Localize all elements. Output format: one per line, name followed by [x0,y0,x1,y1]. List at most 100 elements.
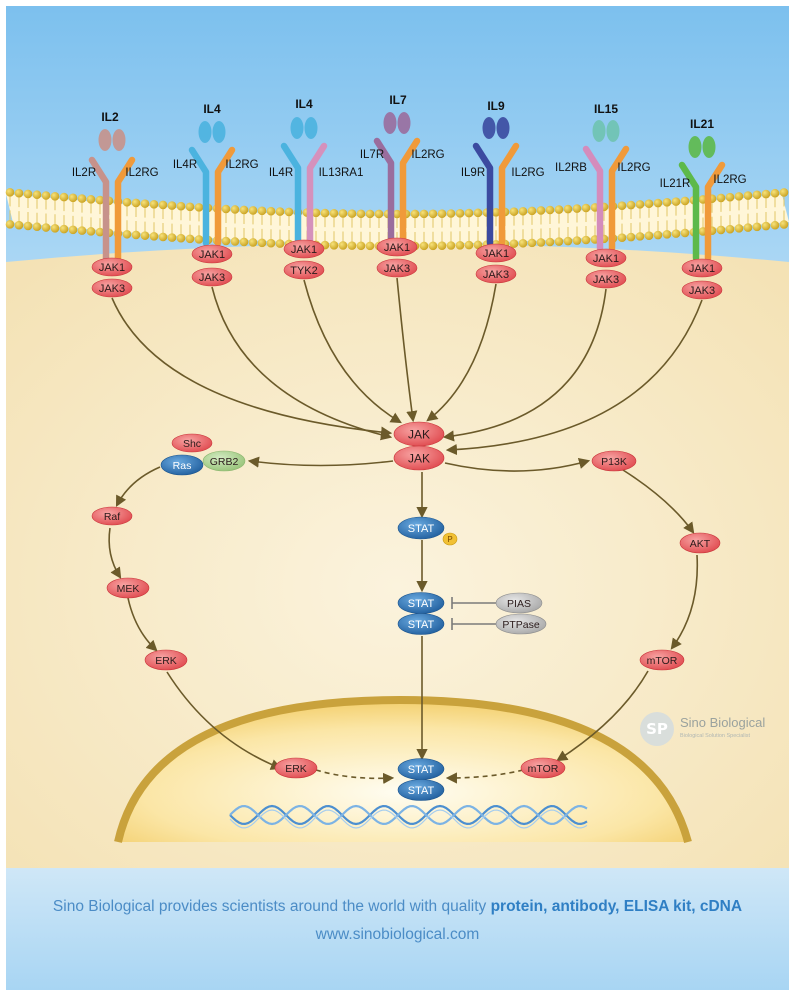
pias-node-label: PIAS [507,598,531,610]
lipid-head [716,225,726,235]
lipid-head [761,189,771,199]
lipid-head [743,191,753,200]
erk-nuclear-node: ERK [274,757,318,779]
cytokine-ligand [98,129,112,151]
jak-a-node-label: JAK1 [384,242,410,254]
dna-strand [229,804,588,826]
cytokine-label: IL21 [690,117,714,131]
lipid-head [176,201,186,211]
stat-phospho-node: STAT [397,516,445,540]
lipid-head [446,209,456,218]
jak-a-node-label: JAK1 [593,253,619,265]
footer-url[interactable]: www.sinobiological.com [315,926,480,943]
lipid-head [419,209,429,219]
phosphate-badge: P [442,532,458,546]
lipid-head [320,208,330,218]
stat-nuclear-bottom: STAT [397,779,445,801]
raf-node: Raf [91,506,133,526]
lipid-head [428,209,438,219]
jak-b-node-label: JAK3 [483,269,509,281]
lipid-head [419,241,429,251]
footer-text: Sino Biological provides scientists arou… [52,898,491,915]
jak-b-node-label: JAK3 [199,272,225,284]
lipid-head [365,209,375,219]
cytokine-ligand [496,117,510,139]
lipid-head [563,204,573,214]
jak-b-node: TYK2 [283,260,325,280]
arrow-jak-to-p13k [444,458,591,472]
lipid-head [230,237,240,246]
jak-a-node-label: JAK1 [199,249,225,261]
stat-dimer-bottom-label: STAT [408,619,435,631]
lipid-head [221,236,231,246]
lipid-head [473,208,483,218]
lipid-head [581,203,591,213]
lipid-head [230,205,240,214]
lipid-head [671,229,681,238]
lipid-head [491,208,501,217]
lipid-head [266,206,276,216]
jak-a-node: JAK1 [91,257,133,277]
stat-nuclear-top: STAT [397,758,445,780]
receptor-chain-a [678,161,700,262]
lipid-head [518,238,528,248]
arrow-erk-to-nuclear-erk [166,671,283,770]
signal-arrows [108,277,703,785]
lipid-head [194,203,204,212]
cytokine-ligand [212,121,226,143]
cytokine-ligand [702,136,716,158]
lipid-head [239,237,249,247]
lipid-head [68,193,78,203]
lipid-head [617,201,627,210]
lipid-head [41,191,51,200]
lipid-head [23,189,33,199]
lipid-head [86,195,96,204]
lipid-head [572,204,582,213]
arrow-ras-to-raf [115,466,161,507]
erk-node: ERK [144,649,188,671]
lipid-head [518,206,528,216]
jak-a-node: JAK1 [283,239,325,259]
lipid-head [23,221,33,231]
logo-tagline: Biological Solution Specialist [680,733,751,739]
arrow-akt-to-mtor [670,554,699,650]
cytokine-ligand [592,120,606,142]
lipid-head [338,241,348,250]
mtor-node: mTOR [639,649,685,671]
lipid-head [437,209,447,218]
logo-mark-icon: SP [640,712,674,746]
lipid-head [329,208,339,218]
akt-node-label: AKT [690,538,711,550]
lipid-head [68,225,78,235]
arrow-mek-to-erk [127,597,158,652]
receptor-chain-b-label: IL2RG [617,162,650,174]
jak-node-bottom-label: JAK [408,451,430,465]
lipid-head [167,201,177,210]
lipid-head [356,241,366,251]
lipid-head [527,238,537,248]
stat-dimer-top-label: STAT [408,598,435,610]
mtor-node-label: mTOR [647,655,678,667]
sino-biological-logo: SP Sino Biological Biological Solution S… [640,712,770,748]
ras-node-label: Ras [173,460,192,472]
receptor-chain-a-label: IL9R [461,167,485,179]
lipid-head [347,241,357,250]
jak-b-node: JAK3 [681,280,723,300]
receptor-chain-b-label: IL2RG [511,167,544,179]
lipid-head [635,232,645,241]
receptor-chain-a-label: IL4R [269,167,293,179]
shc-node: Shc [171,433,213,453]
receptor-chain-a [188,146,210,247]
cytokine-ligand [482,117,496,139]
receptor-chain-b-label: IL2RG [411,149,444,161]
lipid-head [680,196,690,206]
lipid-head [410,209,420,219]
lipid-head [176,233,186,243]
lipid-head [779,188,789,197]
dna-strand [229,809,588,829]
